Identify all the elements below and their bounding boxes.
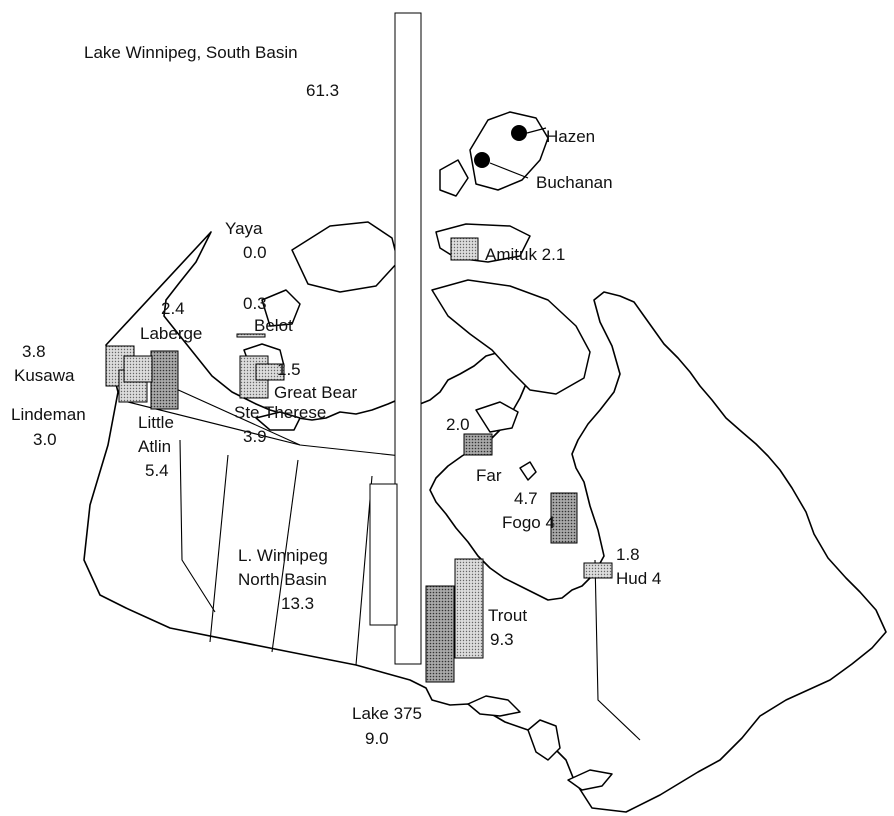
label-winnipeg-south-value: 61.3	[306, 81, 339, 100]
label-far-value: 2.0	[446, 415, 470, 434]
mainland-coastline	[83, 231, 887, 813]
label-winnipeg-north-value: 13.3	[281, 594, 314, 613]
label-little-atlin-line1: Little	[138, 413, 174, 432]
hudson-bay-island	[519, 461, 537, 481]
label-yaya-name: Yaya	[225, 219, 263, 238]
label-lake-375-value: 9.0	[365, 729, 389, 748]
data-bars	[105, 12, 613, 683]
label-laberge-value: 2.4	[161, 299, 185, 318]
label-yaya-value: 0.0	[243, 243, 267, 262]
label-fogo-4-value: 4.7	[514, 489, 538, 508]
label-ste-therese-value: 3.9	[243, 427, 267, 446]
label-winnipeg-north-line1: L. Winnipeg	[238, 546, 328, 565]
labels: Lake Winnipeg, South Basin 61.3 L. Winni…	[11, 43, 661, 748]
label-belot-name: Belot	[254, 316, 293, 335]
label-hud-4-name: Hud 4	[616, 569, 661, 588]
label-buchanan: Buchanan	[536, 173, 613, 192]
label-winnipeg-south-name: Lake Winnipeg, South Basin	[84, 43, 298, 62]
lake-michigan-huron	[527, 719, 561, 761]
bar-amituk	[450, 237, 479, 261]
label-winnipeg-north-line2: North Basin	[238, 570, 327, 589]
label-lindeman-name: Lindeman	[11, 405, 86, 424]
bar-fogo-4	[550, 492, 578, 544]
victoria-island	[291, 221, 399, 293]
point-hazen	[511, 125, 527, 141]
point-buchanan	[474, 152, 490, 168]
label-trout-value: 9.3	[490, 630, 514, 649]
manitoba-ontario-border	[355, 475, 373, 666]
ellesmere-island	[469, 111, 549, 191]
bar-hud-4	[583, 562, 613, 579]
label-lake-375-name: Lake 375	[352, 704, 422, 723]
label-far-name: Far	[476, 466, 502, 485]
bc-alberta-border	[179, 439, 216, 613]
axel-heiberg-island	[439, 159, 469, 197]
label-kusawa-name: Kusawa	[14, 366, 75, 385]
label-lindeman-value: 3.0	[33, 430, 57, 449]
southampton-island	[475, 401, 519, 433]
great-slave-lake-outline	[255, 411, 301, 431]
bar-little-atlin	[150, 350, 179, 410]
label-amituk: Amituk 2.1	[485, 245, 565, 264]
label-kusawa-value: 3.8	[22, 342, 46, 361]
bar-great-bear	[255, 363, 285, 381]
baffin-island	[431, 279, 591, 395]
saskatchewan-manitoba-border	[271, 459, 299, 653]
label-little-atlin-value: 5.4	[145, 461, 169, 480]
bar-laberge	[123, 355, 153, 383]
label-fogo-4-name: Fogo 4	[502, 513, 555, 532]
banks-island	[261, 289, 301, 327]
pointer-hazen	[526, 127, 547, 134]
bar-far	[463, 433, 493, 456]
label-hazen: Hazen	[546, 127, 595, 146]
bar-trout	[454, 558, 484, 659]
label-little-atlin-line2: Atlin	[138, 437, 171, 456]
bar-belot	[236, 333, 266, 338]
label-trout-name: Trout	[488, 606, 527, 625]
bar-winnipeg-north	[369, 483, 398, 626]
bar-lake-375	[425, 585, 455, 683]
lake-superior	[467, 695, 521, 717]
label-hud-4-value: 1.8	[616, 545, 640, 564]
pointer-buchanan	[489, 162, 529, 179]
label-great-bear-name: Great Bear	[274, 383, 357, 402]
lake-erie-ontario	[567, 769, 613, 791]
map-outline	[83, 111, 887, 813]
label-belot-value: 0.3	[243, 294, 267, 313]
label-laberge-name: Laberge	[140, 324, 202, 343]
label-ste-therese-name: Ste Therese	[234, 403, 326, 422]
alberta-saskatchewan-border	[209, 454, 229, 643]
bar-winnipeg-south	[394, 12, 422, 665]
ontario-quebec-border	[594, 559, 641, 741]
label-great-bear-value: 1.5	[277, 360, 301, 379]
